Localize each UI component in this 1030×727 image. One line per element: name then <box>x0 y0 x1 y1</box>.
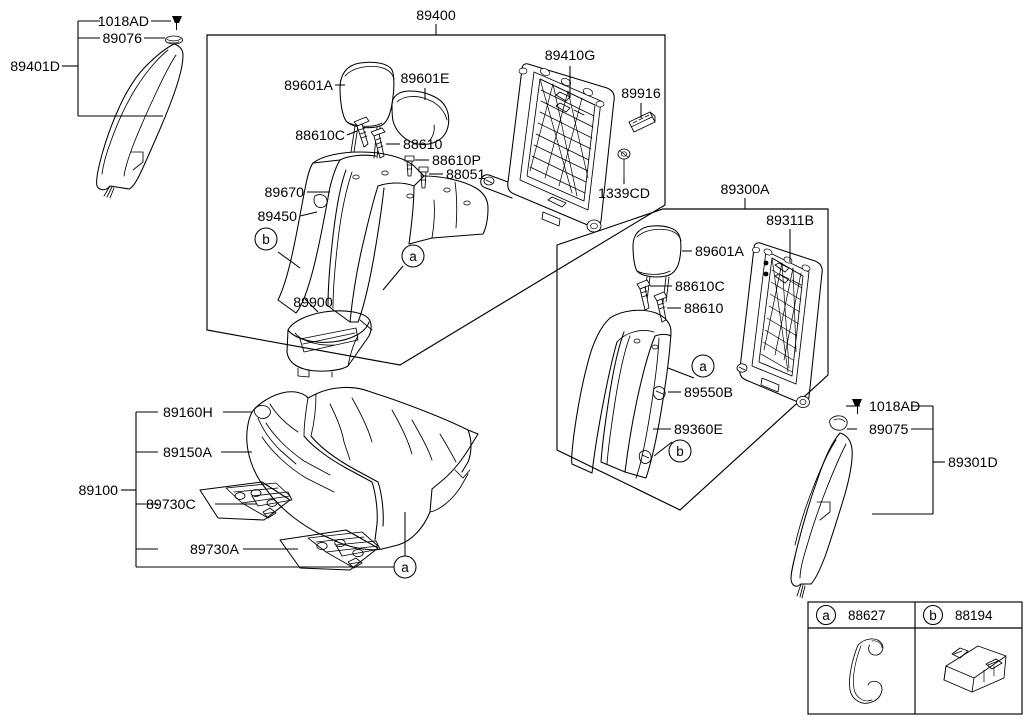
legend-part-number-a: 88627 <box>848 608 886 623</box>
label-89916: 89916 <box>621 86 661 102</box>
part-89301D-right-bolster <box>790 432 853 599</box>
legend-symbol-a-circle <box>815 604 837 626</box>
fastener-1018AD-right-icon <box>852 399 862 414</box>
label-89075: 89075 <box>869 422 909 438</box>
part-89311B-seatback-frame-right <box>736 242 823 409</box>
group-bracket-89301D <box>872 405 945 515</box>
callout-a-label-right: a <box>699 359 707 374</box>
callout-b-label: b <box>262 232 270 247</box>
fastener-1018AD-left-icon <box>172 16 182 30</box>
callout-a-label-cushion: a <box>401 560 409 575</box>
part-89075-icon <box>829 415 848 431</box>
label-89550B: 89550B <box>684 385 733 401</box>
legend-symbol-b: b <box>929 608 937 623</box>
legend-box: a 88627 b 88194 <box>807 601 1023 715</box>
part-89401D-left-bolster <box>96 43 184 199</box>
part-89410G-seatback-frame <box>480 63 615 233</box>
label-89670: 89670 <box>265 185 305 201</box>
label-88610C-left: 88610C <box>295 128 345 144</box>
label-88051: 88051 <box>446 167 486 183</box>
fastener-88610P-icon <box>404 155 415 177</box>
leader-88610C-left <box>346 130 358 136</box>
label-89300A: 89300A <box>721 182 770 198</box>
callout-a-left-seatback: a <box>382 244 425 291</box>
label-89150A: 89150A <box>163 445 212 461</box>
label-89076: 89076 <box>103 31 143 47</box>
group-bracket-89100 <box>121 411 405 568</box>
label-89450: 89450 <box>258 209 298 225</box>
part-89100-seat-cushion <box>246 386 479 551</box>
label-1018AD-right: 1018AD <box>869 399 920 415</box>
fastener-88610C-right-icon <box>636 279 651 311</box>
label-89730A: 89730A <box>190 542 239 558</box>
label-89311B: 89311B <box>766 213 814 229</box>
label-89360E: 89360E <box>674 422 723 438</box>
label-88610-right: 88610 <box>684 301 724 317</box>
hook-wire-icon <box>849 638 884 704</box>
fastener-88610-left-icon <box>370 127 386 159</box>
label-89400: 89400 <box>416 8 456 24</box>
group-box-89400 <box>206 24 666 366</box>
part-89916-bracket <box>628 111 656 133</box>
legend-part-number-b: 88194 <box>955 608 993 623</box>
label-89160H: 89160H <box>163 405 213 421</box>
part-89670-seatback-cushion <box>277 151 489 323</box>
label-89601E: 89601E <box>401 71 450 87</box>
fastener-88610C-left-icon <box>353 116 370 148</box>
part-89360E-seatback-cushion-right <box>571 309 672 479</box>
callout-a-label: a <box>409 249 417 264</box>
part-89900-armrest <box>286 310 373 378</box>
label-89301D: 89301D <box>948 455 998 471</box>
part-89730A-buckle <box>279 529 381 571</box>
legend-symbol-b-circle <box>922 604 944 626</box>
part-89601E-headrest-right <box>391 90 450 145</box>
clip-connector-icon <box>943 645 1007 693</box>
fastener-1339CD-icon <box>617 148 631 179</box>
group-box-89300A <box>556 198 829 511</box>
part-89076-icon <box>165 35 183 45</box>
label-89730C: 89730C <box>146 497 196 513</box>
callout-a-cushion: a <box>393 512 417 579</box>
label-89410G: 89410G <box>545 48 596 64</box>
label-89401D: 89401D <box>10 59 60 75</box>
legend-symbol-a: a <box>822 608 830 623</box>
group-bracket-89401D <box>62 20 163 117</box>
label-1339CD: 1339CD <box>598 186 650 202</box>
label-89900: 89900 <box>293 295 333 311</box>
part-89730C-buckle <box>199 481 293 521</box>
label-89601A-left: 89601A <box>284 78 333 94</box>
leader-89900 <box>304 298 319 313</box>
label-88610P: 88610P <box>432 153 481 169</box>
callout-a-right-seatback: a <box>667 354 715 379</box>
callout-b-label-right: b <box>676 444 684 459</box>
label-1018AD-top: 1018AD <box>98 14 149 30</box>
label-89601A-right: 89601A <box>695 244 744 260</box>
label-88610C-right: 88610C <box>675 279 725 295</box>
leader-89450 <box>299 211 318 217</box>
label-88610-left: 88610 <box>403 137 443 153</box>
callout-b-right-seatback: b <box>653 439 692 463</box>
label-89100: 89100 <box>79 483 119 499</box>
callout-b-left-seatback: b <box>254 227 301 269</box>
